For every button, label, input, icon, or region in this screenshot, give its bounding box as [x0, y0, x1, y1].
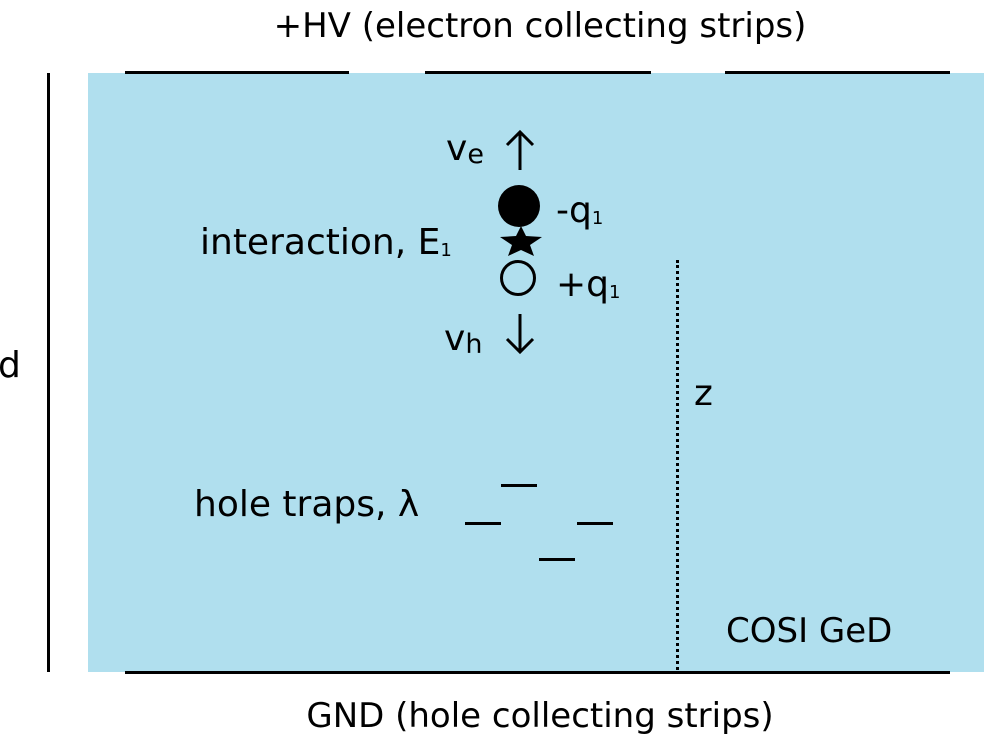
- thickness-label: d: [0, 345, 21, 386]
- top-electrode-label: +HV (electron collecting strips): [273, 6, 807, 46]
- hole-velocity-subscript: h: [465, 328, 483, 360]
- depth-dotted-line: [676, 260, 679, 670]
- electron-charge-symbol: -q: [556, 190, 592, 231]
- electron-velocity-label: ve: [446, 128, 484, 170]
- electron-charge-subscript: 1: [591, 207, 604, 229]
- hole-charge-symbol: +q: [556, 264, 610, 305]
- electron-dot: [498, 185, 540, 227]
- detector-body: [88, 73, 984, 672]
- hole-velocity-label: vh: [444, 318, 483, 360]
- interaction-subscript: 1: [440, 239, 452, 261]
- hole-velocity-symbol: v: [444, 318, 466, 359]
- trap-level-4: [577, 522, 613, 525]
- trap-level-2: [501, 484, 537, 487]
- detector-label: COSI GeD: [726, 611, 893, 651]
- hole-charge-label: +q1: [556, 264, 620, 305]
- trap-level-3: [539, 558, 575, 561]
- depth-label: z: [694, 373, 713, 414]
- trap-level-1: [465, 522, 501, 525]
- down-arrow-icon: [505, 314, 535, 355]
- electron-velocity-symbol: v: [446, 128, 468, 169]
- interaction-text: interaction, E: [200, 222, 441, 263]
- electron-charge-label: -q1: [556, 190, 603, 231]
- star-icon: [500, 226, 542, 256]
- top-strip-2: [425, 71, 651, 74]
- hole-charge-subscript: 1: [609, 281, 621, 303]
- hole-traps-label: hole traps, λ: [194, 484, 420, 525]
- bottom-electrode-label: GND (hole collecting strips): [306, 696, 774, 736]
- top-strip-1: [125, 71, 349, 74]
- bottom-strip: [125, 671, 950, 674]
- up-arrow-icon: [505, 129, 535, 170]
- hole-circle: [500, 260, 536, 296]
- top-strip-3: [725, 71, 950, 74]
- interaction-label: interaction, E1: [200, 222, 452, 263]
- electron-velocity-subscript: e: [467, 138, 484, 170]
- thickness-bar: [47, 73, 50, 672]
